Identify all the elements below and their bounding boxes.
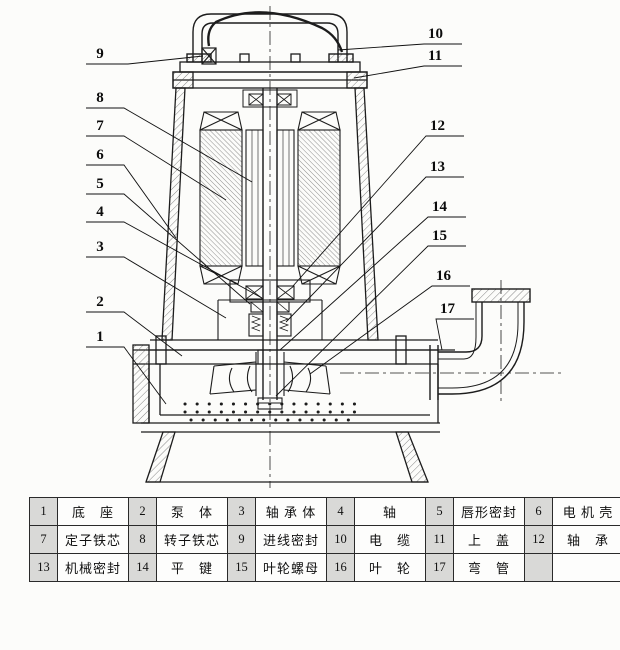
part-name-cell: 底 座 [57,497,129,526]
part-name-cell: 唇形密封 [453,497,525,526]
stator-core-and-windings [199,111,341,285]
part-number-cell: 8 [128,525,157,554]
part-name-cell: 上 盖 [453,525,525,554]
part-name-cell: 轴 承 [552,525,620,554]
part-name-cell: 定子铁芯 [57,525,129,554]
part-number-cell: 7 [29,525,58,554]
callout-15: 15 [432,228,447,244]
callout-9: 9 [96,46,104,62]
top-cover [172,53,368,89]
part-number-cell: 9 [227,525,256,554]
part-name-cell: 轴 [354,497,426,526]
callout-2: 2 [96,294,104,310]
part-number-cell: 14 [128,553,157,582]
part-number-cell: 12 [524,525,553,554]
part-number-cell: 5 [425,497,454,526]
callout-16: 16 [436,268,451,284]
part-number-cell [524,553,553,582]
callout-14: 14 [432,199,447,215]
part-number-cell: 13 [29,553,58,582]
parts-table-row: 7 定子铁芯 8 转子铁芯 9 进线密封 10 电 缆 11 上 盖 12 轴 … [29,525,620,554]
power-cable-and-gland [201,11,344,65]
part-name-cell: 平 键 [156,553,228,582]
part-name-cell: 转子铁芯 [156,525,228,554]
callout-7: 7 [96,118,104,134]
part-number-cell: 15 [227,553,256,582]
part-name-cell [552,553,620,582]
part-name-cell: 泵 体 [156,497,228,526]
part-number-cell: 17 [425,553,454,582]
part-number-cell: 10 [326,525,355,554]
part-name-cell: 叶轮螺母 [255,553,327,582]
pump-cross-section-drawing [86,6,565,488]
callout-4: 4 [96,204,104,220]
callout-8: 8 [96,90,104,106]
part-name-cell: 电 机 壳 [552,497,620,526]
part-name-cell: 电 缆 [354,525,426,554]
part-name-cell: 弯 管 [453,553,525,582]
part-number-cell: 4 [326,497,355,526]
callout-6: 6 [96,147,104,163]
parts-table-row: 13 机械密封 14 平 键 15 叶轮螺母 16 叶 轮 17 弯 管 [29,553,620,582]
part-name-cell: 叶 轮 [354,553,426,582]
suction-base [141,402,440,483]
callout-3: 3 [96,239,104,255]
callout-1: 1 [96,329,104,345]
callout-17: 17 [440,301,455,317]
part-number-cell: 11 [425,525,454,554]
part-number-cell: 16 [326,553,355,582]
parts-table-row: 1 底 座 2 泵 体 3 轴 承 体 4 轴 5 唇形密封 6 电 机 壳 [29,497,620,526]
discharge-elbow [340,280,565,404]
impeller-and-nut [209,352,331,410]
callout-10: 10 [428,26,443,42]
callout-leader-lines [86,43,474,405]
part-name-cell: 轴 承 体 [255,497,327,526]
part-number-cell: 3 [227,497,256,526]
parts-table: 1 底 座 2 泵 体 3 轴 承 体 4 轴 5 唇形密封 6 电 机 壳 7… [29,497,620,582]
callout-12: 12 [430,118,445,134]
callout-5: 5 [96,176,104,192]
part-name-cell: 进线密封 [255,525,327,554]
callout-11: 11 [428,48,443,64]
part-number-cell: 6 [524,497,553,526]
part-number-cell: 2 [128,497,157,526]
callout-13: 13 [430,159,445,175]
shaft [242,88,298,400]
part-number-cell: 1 [29,497,58,526]
motor-casing [150,87,438,365]
bearing-housing-and-seals [217,279,323,365]
part-name-cell: 机械密封 [57,553,129,582]
